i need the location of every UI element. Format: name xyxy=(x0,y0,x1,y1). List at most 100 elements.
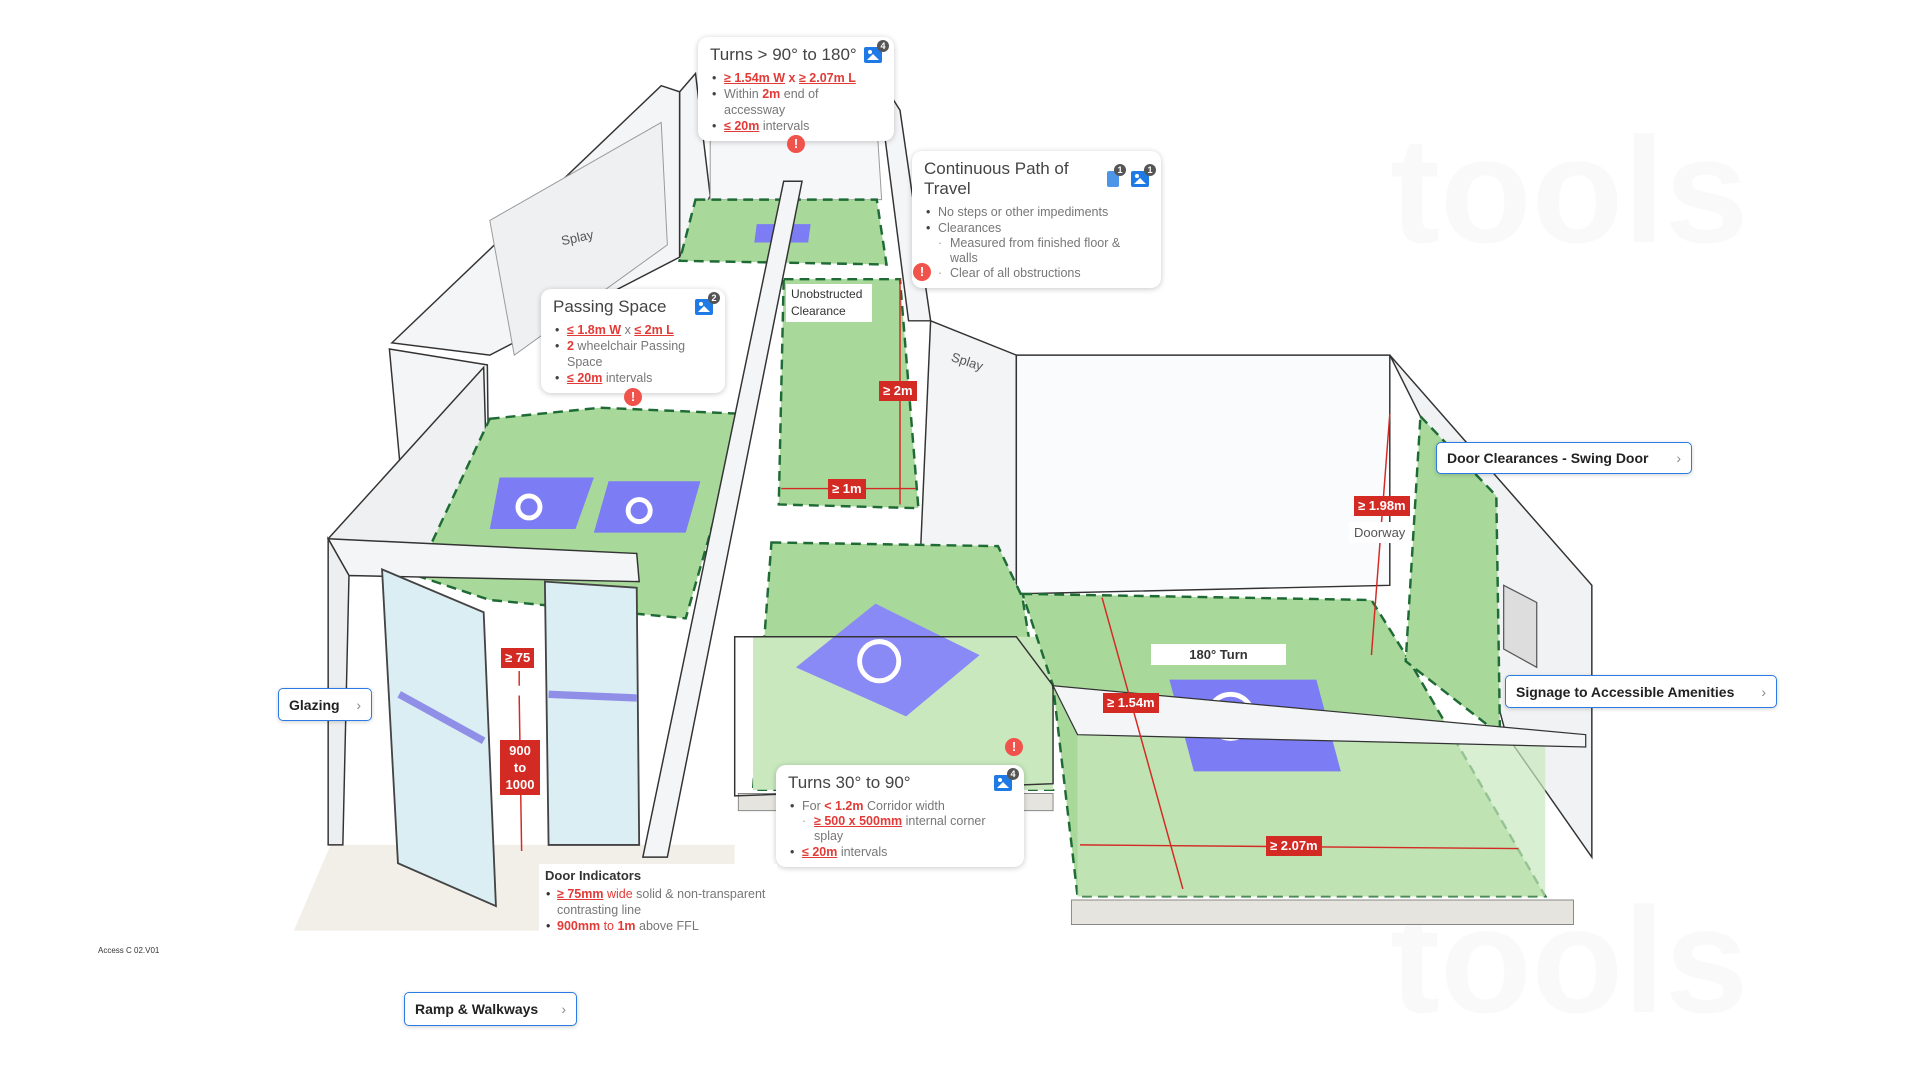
dimension-tag-207: ≥ 2.07m xyxy=(1266,836,1322,856)
bullet-text: Within xyxy=(724,87,763,101)
wheelchair-symbol xyxy=(795,603,980,717)
door-indicators-note: Door Indicators ≥ 75mm wide solid & non-… xyxy=(539,864,777,938)
dimension-tag-1m: ≥ 1m xyxy=(828,479,866,499)
bullet-text: ≥ 75mm xyxy=(557,887,604,901)
bullet-item: ≤ 20m intervals xyxy=(712,118,882,134)
chevron-right-icon: › xyxy=(561,1001,566,1017)
chevron-right-icon: › xyxy=(356,696,361,713)
amenities-sign xyxy=(1503,584,1538,669)
door-clearances-button[interactable]: Door Clearances - Swing Door › xyxy=(1436,442,1692,474)
bullet-list: For < 1.2m Corridor width≥ 500 x 500mm i… xyxy=(788,798,1012,860)
turns-30-90-card[interactable]: Turns 30° to 90° 4 For < 1.2m Corridor w… xyxy=(776,765,1024,867)
bullet-text: ≤ 2m L xyxy=(634,323,674,337)
bullet-text: ≤ 20m xyxy=(567,371,603,385)
bullet-item: ≤ 20m intervals xyxy=(790,844,1012,860)
image-count-badge: 1 xyxy=(1144,164,1156,176)
glass-door-left xyxy=(381,567,497,908)
chevron-right-icon: › xyxy=(1676,450,1681,466)
bullet-text: 900mm xyxy=(557,919,601,933)
continuous-path-card[interactable]: Continuous Path of Travel 1 1 No steps o… xyxy=(912,151,1161,288)
bullet-list: ≥ 1.54m W x ≥ 2.07m LWithin 2m end of ac… xyxy=(710,70,882,134)
bullet-text: solid & non-transparent contrasting line xyxy=(557,887,766,917)
passing-space-card[interactable]: Passing Space 2 ≤ 1.8m W x ≤ 2m L2 wheel… xyxy=(541,289,725,393)
signage-button[interactable]: Signage to Accessible Amenities › xyxy=(1505,675,1777,708)
bullet-item: ≤ 1.8m W x ≤ 2m L xyxy=(555,322,713,338)
door-indicator-strip xyxy=(548,690,637,702)
low-wall xyxy=(1052,685,1587,748)
bullet-text: ≥ 1.54m W xyxy=(724,71,786,85)
bullet-text: 1m xyxy=(617,919,636,933)
bullet-text: ≤ 20m xyxy=(724,119,760,133)
bullet-item: ≥ 500 x 500mm internal corner splay xyxy=(802,814,1012,844)
glazing-button[interactable]: Glazing › xyxy=(278,688,372,721)
dimension-tag-154: ≥ 1.54m xyxy=(1103,693,1159,713)
bullet-text: ≥ 500 x 500mm xyxy=(814,814,903,828)
bullet-text: ≤ 1.8m W xyxy=(567,323,622,337)
corridor-floor-zone xyxy=(777,277,920,510)
bullet-text: above FFL xyxy=(635,919,699,933)
bullet-item: Clear of all obstructions xyxy=(938,266,1149,281)
turn-180-label: 180° Turn xyxy=(1151,644,1286,665)
bullet-item: ≥ 1.54m W x ≥ 2.07m L xyxy=(712,70,882,86)
bullet-text: 2m xyxy=(762,87,781,101)
bullet-text: internal corner splay xyxy=(814,814,986,843)
image-count-badge: 2 xyxy=(708,292,720,304)
bullet-text: to xyxy=(600,919,618,933)
warning-icon[interactable]: ! xyxy=(913,263,931,281)
bullet-text: ≤ 20m xyxy=(802,845,838,859)
image-count-badge: 4 xyxy=(1007,768,1019,780)
button-label: Glazing xyxy=(289,696,340,713)
bullet-item: No steps or other impediments xyxy=(926,204,1149,220)
bullet-item: ≤ 20m intervals xyxy=(555,370,713,386)
turn-180-light xyxy=(1077,734,1546,897)
bullet-text: intervals xyxy=(602,371,653,385)
warning-icon[interactable]: ! xyxy=(1005,738,1023,756)
card-title: Turns > 90° to 180° xyxy=(710,45,857,64)
floor-edge xyxy=(1070,899,1574,925)
glass-door-right xyxy=(543,580,641,846)
version-label: Access C 02.V01 xyxy=(98,946,160,955)
bullet-item: Measured from finished floor & walls xyxy=(938,236,1149,266)
dimension-tag-2m: ≥ 2m xyxy=(879,381,917,401)
door-indicator-strip xyxy=(397,691,486,745)
dimension-tag-198: ≥ 1.98m xyxy=(1354,496,1410,516)
button-label: Ramp & Walkways xyxy=(415,1001,539,1017)
image-gallery-icon[interactable]: 4 xyxy=(864,40,889,63)
bullet-item: ≥ 75mm wide solid & non-transparent cont… xyxy=(546,886,771,918)
bullet-text: Measured from finished floor & walls xyxy=(950,236,1121,265)
bullet-text: intervals xyxy=(759,119,810,133)
turns-90-180-card[interactable]: Turns > 90° to 180° 4 ≥ 1.54m W x ≥ 2.07… xyxy=(698,37,894,141)
button-label: Signage to Accessible Amenities xyxy=(1516,683,1735,700)
card-title: Turns 30° to 90° xyxy=(788,773,911,792)
bullet-text: end of accessway xyxy=(724,87,819,117)
calc-count-badge: 1 xyxy=(1114,164,1126,176)
unobstructed-clearance-label: Unobstructed Clearance xyxy=(786,284,872,322)
bullet-text: ≥ 2.07m L xyxy=(798,71,856,85)
image-gallery-icon[interactable]: 1 xyxy=(1131,164,1156,187)
bullet-list: ≥ 75mm wide solid & non-transparent cont… xyxy=(545,886,771,934)
splay-wall xyxy=(489,121,668,356)
bullet-text: 2 xyxy=(567,339,574,353)
bullet-item: 2 wheelchair Passing Space xyxy=(555,338,713,370)
card-title: Passing Space xyxy=(553,297,667,316)
bullet-item: For < 1.2m Corridor width xyxy=(790,798,1012,814)
image-gallery-icon[interactable]: 4 xyxy=(994,768,1019,791)
warning-icon[interactable]: ! xyxy=(624,388,642,406)
dimension-tag-900-1000: 900 to 1000 xyxy=(500,740,540,795)
calculator-icon[interactable]: 1 xyxy=(1107,164,1126,187)
warning-icon[interactable]: ! xyxy=(787,135,805,153)
bullet-item: Clearances xyxy=(926,220,1149,236)
doorway-label: Doorway xyxy=(1349,522,1411,543)
bullet-text: No steps or other impediments xyxy=(938,205,1109,219)
button-label: Door Clearances - Swing Door xyxy=(1447,450,1649,466)
note-heading: Door Indicators xyxy=(545,868,642,883)
chevron-right-icon: › xyxy=(1761,683,1766,700)
dimension-tag-75: ≥ 75 xyxy=(501,648,535,668)
bullet-item: 900mm to 1m above FFL xyxy=(546,918,771,934)
bullet-text: Corridor width xyxy=(863,799,945,813)
bullet-text: < 1.2m xyxy=(824,799,864,813)
ramp-walkways-button[interactable]: Ramp & Walkways › xyxy=(404,992,577,1026)
image-gallery-icon[interactable]: 2 xyxy=(695,292,720,315)
low-wall xyxy=(733,636,1054,797)
bullet-text: Clearances xyxy=(938,221,1002,235)
